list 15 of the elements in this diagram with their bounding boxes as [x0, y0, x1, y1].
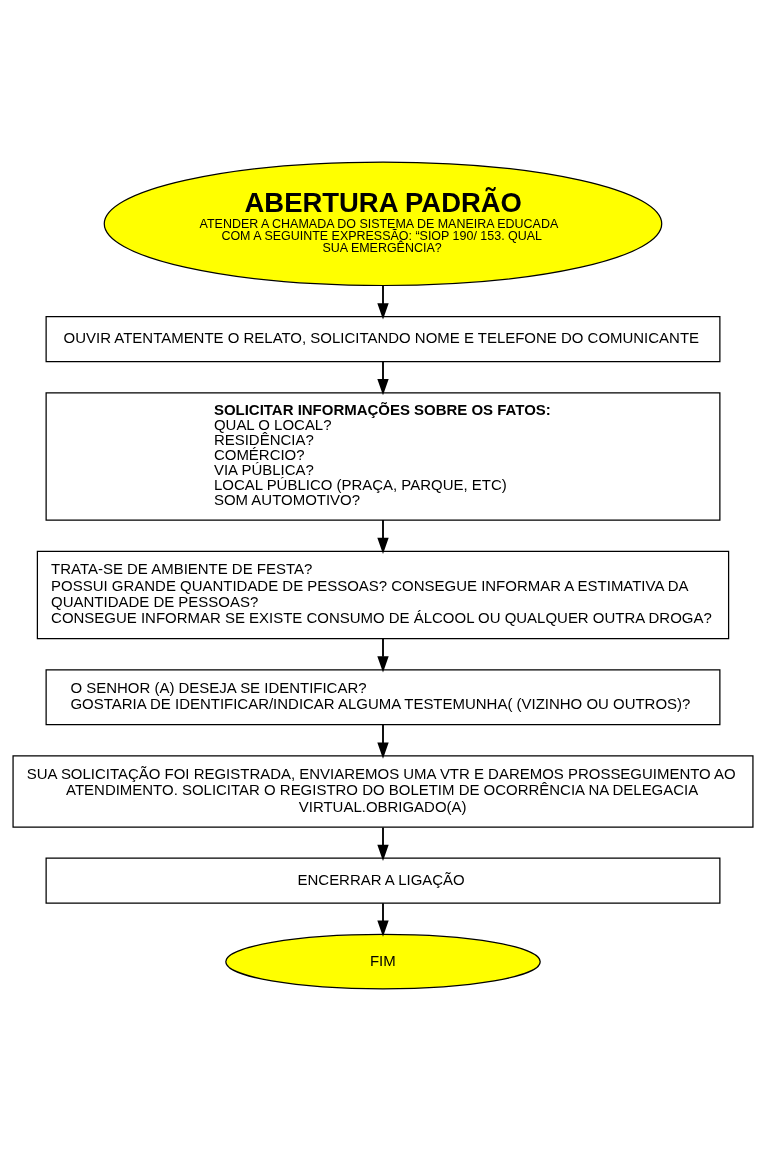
node-box: OUVIR ATENTAMENTE O RELATO, SOLICITANDO NOME E TELEFONE DO COMUNICANTE — [45, 316, 721, 363]
node-ellipse: FIM — [225, 933, 541, 990]
node-ellipse: ABERTURA PADRÃO ATENDER A CHAMADA DO SISTEMA DE MANEIRA EDUCADA COM A SEGUINTE EXPRESSÃO: “SIOP 190/ 153. QUAL SUA EMERGÊNCIA? — [103, 161, 663, 287]
arrow — [377, 826, 389, 861]
arrow — [377, 284, 389, 320]
arrow — [377, 361, 389, 396]
node-box: TRATA-SE DE AMBIENTE DE FESTA? POSSUI GRANDE QUANTIDADE DE PESSOAS? CONSEGUE INFORMAR A ESTIMATIVA DA QUANTIDADE DE PESSOAS? CONSEGUE INFORMAR SE EXISTE CONSUMO DE ÁLCOOL OU QUALQUER OUTRA DROGA? — [36, 550, 730, 640]
node-box: O SENHOR (A) DESEJA SE IDENTIFICAR? GOSTARIA DE IDENTIFICAR/INDICAR ALGUMA TESTEMUNHA( (VIZINHO OU OUTROS)? — [45, 669, 721, 726]
node-box: SOLICITAR INFORMAÇÕES SOBRE OS FATOS: QUAL O LOCAL? RESIDÊNCIA? COMÉRCIO? VIA PÚBLICA? LOCAL PÚBLICO (PRAÇA, PARQUE, ETC) SOM AUTOMOTIVO? — [45, 392, 721, 521]
arrow — [377, 638, 389, 673]
arrow — [377, 724, 389, 759]
node-box: ENCERRAR A LIGAÇÃO — [45, 857, 721, 904]
arrow — [377, 519, 389, 554]
node-box: SUA SOLICITAÇÃO FOI REGISTRADA, ENVIAREMOS UMA VTR E DAREMOS PROSSEGUIMENTO AO ATENDIMENTO. SOLICITAR O REGISTRO DO BOLETIM DE OCORRÊNCIA NA DELEGACIA VIRTUAL.OBRIGADO(A) — [12, 755, 754, 828]
arrow — [377, 902, 389, 937]
